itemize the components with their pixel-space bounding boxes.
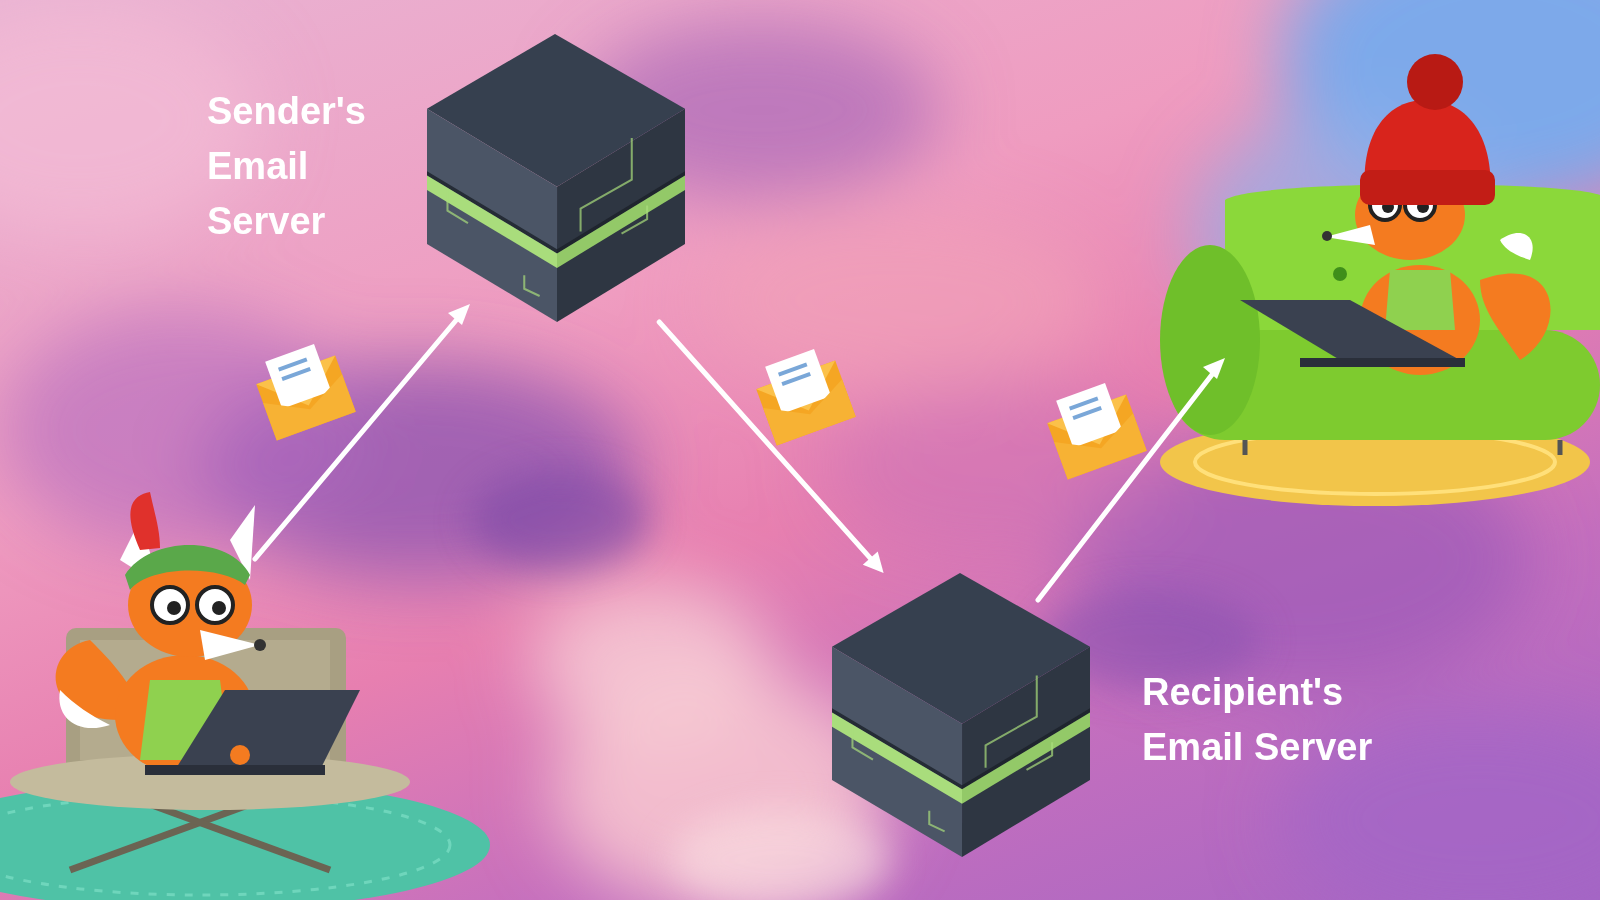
- server-cube: [832, 573, 1090, 857]
- envelope-icon: [250, 339, 356, 441]
- flow-arrow: [659, 322, 883, 573]
- server-cube: [427, 34, 685, 322]
- server-node: Sender's Email Server: [427, 34, 685, 322]
- server-label: Sender's Email Server: [207, 84, 407, 249]
- sender-fox-scene: [0, 492, 490, 900]
- server-label: Recipient's Email Server: [1142, 665, 1402, 775]
- recipient-fox-scene: [1160, 54, 1600, 506]
- envelope-icon: [1041, 378, 1147, 480]
- flow-arrows: [255, 304, 1225, 600]
- envelope-icon: [750, 344, 856, 446]
- server-node: Recipient's Email Server: [832, 573, 1090, 857]
